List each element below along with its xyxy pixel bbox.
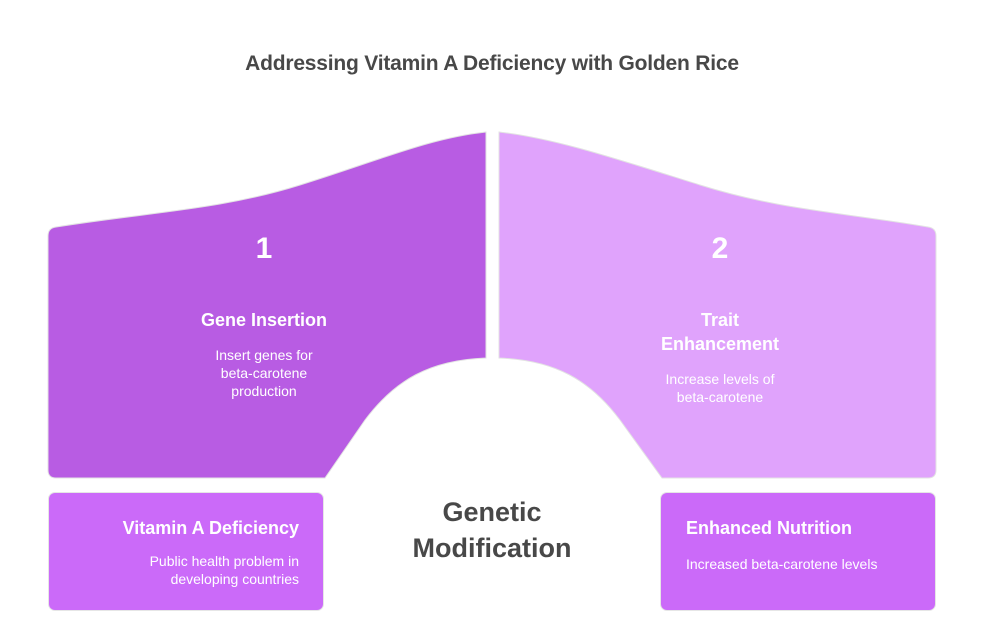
- enhanced-nutrition-box: Enhanced Nutrition Increased beta-carote…: [661, 493, 935, 610]
- vitamin-a-deficiency-box: Vitamin A Deficiency Public health probl…: [49, 493, 323, 610]
- diagram-title: Addressing Vitamin A Deficiency with Gol…: [245, 52, 739, 75]
- enhanced-nutrition-description: Increased beta-carotene levels: [686, 556, 878, 572]
- step1-shape: [47, 131, 487, 479]
- step1-title: Gene Insertion: [200, 310, 328, 330]
- step2-title: Trait Enhancement: [660, 310, 780, 354]
- step1-description: Insert genes for beta-carotene productio…: [215, 347, 313, 399]
- step2-content: 2 Trait Enhancement Increase levels of b…: [620, 232, 820, 406]
- vitamin-a-deficiency-title: Vitamin A Deficiency: [122, 518, 299, 538]
- step1-content: 1 Gene Insertion Insert genes for beta-c…: [164, 232, 364, 400]
- step2-description: Increase levels of beta-carotene: [665, 371, 775, 405]
- step2-number: 2: [711, 232, 729, 265]
- enhanced-nutrition-title: Enhanced Nutrition: [686, 518, 852, 538]
- center-label: Genetic Modification: [412, 497, 572, 563]
- step2-shape: [498, 131, 937, 479]
- vitamin-a-deficiency-description: Public health problem in developing coun…: [149, 553, 299, 587]
- step1-number: 1: [255, 232, 273, 265]
